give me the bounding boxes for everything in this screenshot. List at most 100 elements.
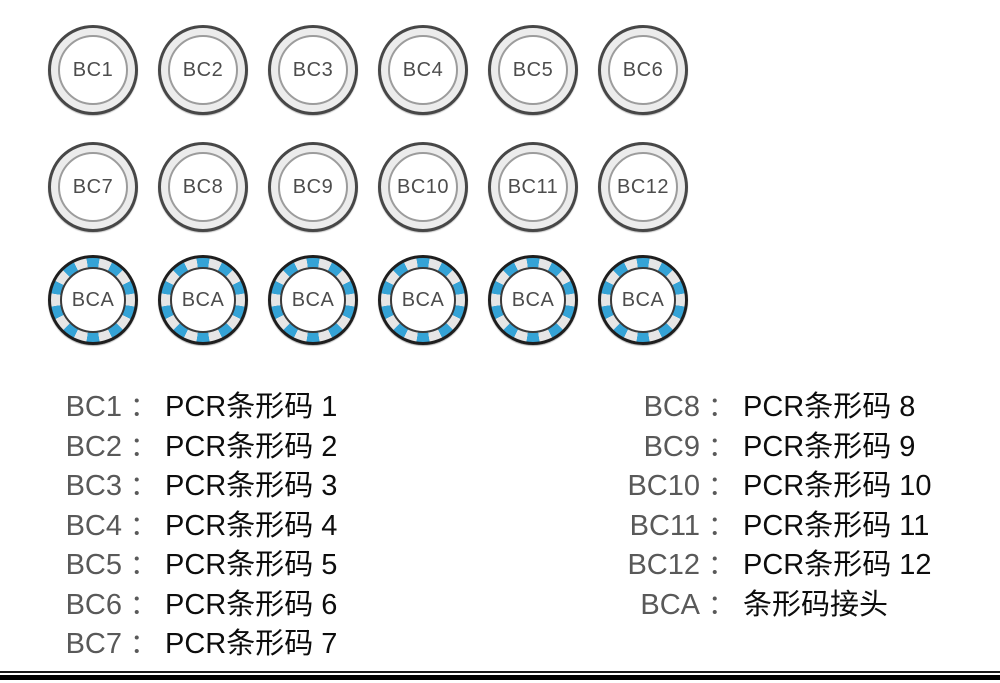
separator-line-thin [0, 671, 1000, 673]
legend-colon: ： [708, 431, 735, 462]
legend-colon: ： [708, 589, 735, 620]
tube-cap-bc8: BC8 [158, 142, 248, 232]
tube-cap-bc7: BC7 [48, 142, 138, 232]
tube-cap-bc6: BC6 [598, 25, 688, 115]
legend-colon: ： [708, 392, 735, 422]
legend-entry-bc1: BC1：PCR条形码 1 [64, 388, 338, 428]
legend-colon: ： [130, 392, 157, 422]
legend-entry-bc3: BC3 ： PCR条形码 3 [64, 467, 338, 507]
tube-row-2: BC7 BC8 BC9 BC10 BC11 BC12 [48, 142, 688, 232]
legend-key: BC7 [65, 628, 122, 660]
tube-inner-circle: BC5 [498, 35, 568, 105]
tube-row-3: BCA BCA BCA BCA BCA BCA [48, 255, 688, 345]
tube-cap-label: BCA [401, 288, 445, 311]
legend-description: PCR条形码 4 [165, 509, 338, 542]
tube-cap-label: BCA [621, 288, 665, 311]
legend-colon: ： [130, 510, 157, 541]
tube-cap-label: BCA [291, 288, 335, 311]
tube-inner-circle: BC4 [388, 35, 458, 105]
legend-key: BC8 [643, 391, 700, 423]
tube-cap-label: BCA [181, 288, 225, 311]
tube-inner-circle: BC12 [608, 152, 678, 222]
tube-inner-circle: BCA [280, 267, 346, 333]
tube-cap-bc10: BC10 [378, 142, 468, 232]
tube-row-1: BC1 BC2 BC3 BC4 BC5 BC6 [48, 25, 688, 115]
tube-cap-label: BC5 [512, 58, 554, 81]
tube-cap-label: BC9 [292, 175, 334, 198]
legend-key: BC12 [627, 549, 700, 581]
tube-cap-label: BC11 [507, 175, 559, 198]
tube-inner-circle: BCA [390, 267, 456, 333]
legend-key: BC5 [65, 549, 122, 581]
legend-description: PCR条形码 12 [743, 549, 932, 581]
legend-colon: ： [708, 550, 735, 580]
legend-entry-bc12: BC12 ： PCR条形码 12 [620, 546, 932, 586]
legend-entry-bc11: BC11 ： PCR条形码 11 [620, 507, 932, 547]
legend-description: PCR条形码 6 [165, 588, 338, 621]
tube-inner-circle: BCA [610, 267, 676, 333]
legend-description: PCR条形码 3 [165, 470, 338, 502]
legend-colon: ： [708, 471, 735, 501]
tube-inner-circle: BCA [500, 267, 566, 333]
legend-description: PCR条形码 2 [165, 430, 338, 463]
tube-inner-circle: BCA [60, 267, 126, 333]
tube-inner-circle: BC7 [58, 152, 128, 222]
legend-key: BC4 [65, 509, 122, 542]
tube-inner-circle: BCA [170, 267, 236, 333]
tube-cap-label: BC7 [72, 175, 114, 198]
tube-cap-label: BC4 [402, 58, 444, 81]
tube-cap-bc9: BC9 [268, 142, 358, 232]
tube-cap-label: BCA [511, 288, 555, 311]
legend-entry-bc6: BC6：PCR条形码 6 [64, 586, 338, 626]
legend-colon: ： [708, 510, 735, 541]
tube-cap-bca-2: BCA [158, 255, 248, 345]
legend-key: BC3 [65, 470, 122, 502]
tube-cap-bca-1: BCA [48, 255, 138, 345]
tube-inner-circle: BC3 [278, 35, 348, 105]
legend-description: PCR条形码 1 [165, 391, 338, 423]
tube-cap-bc12: BC12 [598, 142, 688, 232]
legend-description: PCR条形码 9 [743, 430, 916, 463]
legend-entry-bc8: BC8 ： PCR条形码 8 [620, 388, 932, 428]
tube-inner-circle: BC10 [388, 152, 458, 222]
legend-colon: ： [130, 550, 157, 580]
legend-key: BC10 [627, 470, 700, 502]
tube-cap-bc11: BC11 [488, 142, 578, 232]
tube-cap-bc1: BC1 [48, 25, 138, 115]
legend-description: PCR条形码 8 [743, 391, 916, 423]
legend-description: PCR条形码 7 [165, 628, 338, 660]
legend-entry-bc5: BC5：PCR条形码 5 [64, 546, 338, 586]
tube-inner-circle: BC1 [58, 35, 128, 105]
tube-cap-label: BC12 [616, 175, 670, 198]
legend-entry-bca: BCA：条形码接头 [620, 586, 932, 626]
tube-cap-bc2: BC2 [158, 25, 248, 115]
legend-key: BC9 [643, 430, 700, 463]
tube-cap-bca-3: BCA [268, 255, 358, 345]
tube-inner-circle: BC6 [608, 35, 678, 105]
legend-entry-bc10: BC10 ： PCR条形码 10 [620, 467, 932, 507]
legend-colon: ： [130, 471, 157, 501]
legend-entry-bc7: BC7 ： PCR条形码 7 [64, 625, 338, 665]
legend-description: PCR条形码 11 [743, 509, 930, 542]
tube-cap-label: BC2 [182, 58, 224, 81]
legend-entry-bc4: BC4 ： PCR条形码 4 [64, 507, 338, 547]
legend-key: BC11 [629, 509, 700, 542]
separator-line-thick [0, 675, 1000, 680]
tube-cap-bc4: BC4 [378, 25, 468, 115]
tube-cap-bc5: BC5 [488, 25, 578, 115]
legend-entry-bc9: BC9 ： PCR条形码 9 [620, 428, 932, 468]
tube-cap-label: BC6 [622, 58, 664, 81]
legend-key: BC2 [65, 430, 122, 463]
legend-colon: ： [130, 431, 157, 462]
legend-colon: ： [130, 629, 157, 659]
legend-description: PCR条形码 10 [743, 470, 932, 502]
tube-cap-bca-5: BCA [488, 255, 578, 345]
tube-cap-bca-6: BCA [598, 255, 688, 345]
tube-inner-circle: BC2 [168, 35, 238, 105]
tube-cap-bc3: BC3 [268, 25, 358, 115]
legend-colon: ： [130, 589, 157, 620]
legend-entry-bc2: BC2 ： PCR条形码 2 [64, 428, 338, 468]
